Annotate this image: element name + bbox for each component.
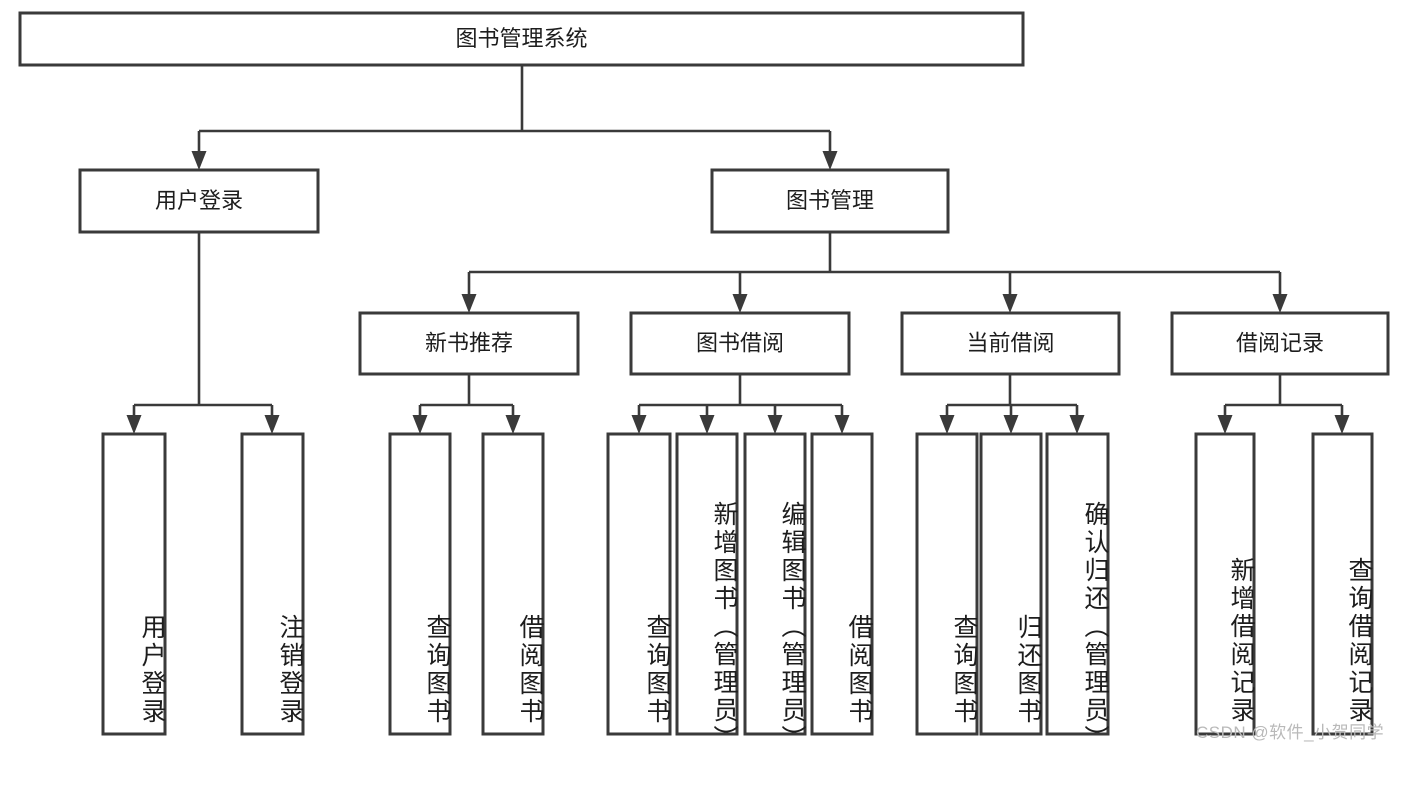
flowchart-canvas: 图书管理系统用户登录图书管理新书推荐图书借阅当前借阅借阅记录 用户登录注销登录查… xyxy=(18,11,1390,753)
leaf-box-leaf-query-book-recommend[interactable] xyxy=(388,432,452,736)
leaf-box-leaf-borrow-book-recommend[interactable] xyxy=(481,432,545,736)
leaf-box-leaf-add-book-admin[interactable] xyxy=(675,432,739,736)
arrow-head-icon-book-borrow-3 xyxy=(834,415,850,434)
leaf-box-leaf-user-login[interactable] xyxy=(101,432,167,736)
leaf-box-leaf-add-borrow-record[interactable] xyxy=(1194,432,1256,736)
leaf-box-leaf-query-book-current[interactable] xyxy=(915,432,979,736)
leaf-box-leaf-query-book-borrow[interactable] xyxy=(606,432,672,736)
label-borrow-record: 借阅记录 xyxy=(1236,330,1324,355)
label-root: 图书管理系统 xyxy=(455,26,587,51)
node-box-book-borrow[interactable] xyxy=(629,311,851,376)
arrow-head-icon-user-login-0 xyxy=(126,415,142,434)
arrow-head-icon-borrow-record-0 xyxy=(1217,415,1233,434)
root-box-root[interactable] xyxy=(18,11,1025,67)
arrow-head-icon-root-0 xyxy=(191,151,207,170)
arrow-head-icon-user-login-1 xyxy=(264,415,280,434)
arrow-head-icon-borrow-record-1 xyxy=(1334,415,1350,434)
arrow-head-icon-bm-0 xyxy=(461,294,477,313)
label-book-borrow: 图书借阅 xyxy=(696,330,784,355)
leaf-box-leaf-return-book[interactable] xyxy=(979,432,1043,736)
arrow-head-icon-book-borrow-2 xyxy=(767,415,783,434)
node-box-user-login[interactable] xyxy=(78,168,320,234)
label-user-login: 用户登录 xyxy=(155,188,243,213)
node-box-current-borrow[interactable] xyxy=(900,311,1121,376)
arrow-head-icon-root-1 xyxy=(822,151,838,170)
label-book-management: 图书管理 xyxy=(786,188,874,213)
leaf-box-leaf-edit-book-admin[interactable] xyxy=(743,432,807,736)
box-layer xyxy=(18,11,1390,736)
node-box-new-book-recommend[interactable] xyxy=(358,311,580,376)
leaf-box-leaf-confirm-return-admin[interactable] xyxy=(1045,432,1110,736)
arrow-head-icon-current-borrow-1 xyxy=(1003,415,1019,434)
arrow-head-icon-current-borrow-2 xyxy=(1069,415,1085,434)
node-box-borrow-record[interactable] xyxy=(1170,311,1390,376)
arrow-head-icon-new-book-recommend-1 xyxy=(505,415,521,434)
leaf-box-leaf-user-logout[interactable] xyxy=(240,432,305,736)
arrow-head-icon-bm-3 xyxy=(1272,294,1288,313)
arrow-head-icon-book-borrow-0 xyxy=(631,415,647,434)
connector-layer xyxy=(126,65,1350,434)
leaf-box-leaf-borrow-book[interactable] xyxy=(810,432,874,736)
label-current-borrow: 当前借阅 xyxy=(966,330,1054,355)
leaf-box-leaf-query-borrow-record[interactable] xyxy=(1311,432,1374,736)
label-new-book-recommend: 新书推荐 xyxy=(425,330,513,355)
arrow-head-icon-bm-1 xyxy=(732,294,748,313)
node-box-book-management[interactable] xyxy=(710,168,950,234)
arrow-head-icon-current-borrow-0 xyxy=(939,415,955,434)
arrow-head-icon-bm-2 xyxy=(1002,294,1018,313)
watermark-text: CSDN @软件_小贺同学 xyxy=(1196,723,1385,742)
arrow-head-icon-book-borrow-1 xyxy=(699,415,715,434)
arrow-head-icon-new-book-recommend-0 xyxy=(412,415,428,434)
